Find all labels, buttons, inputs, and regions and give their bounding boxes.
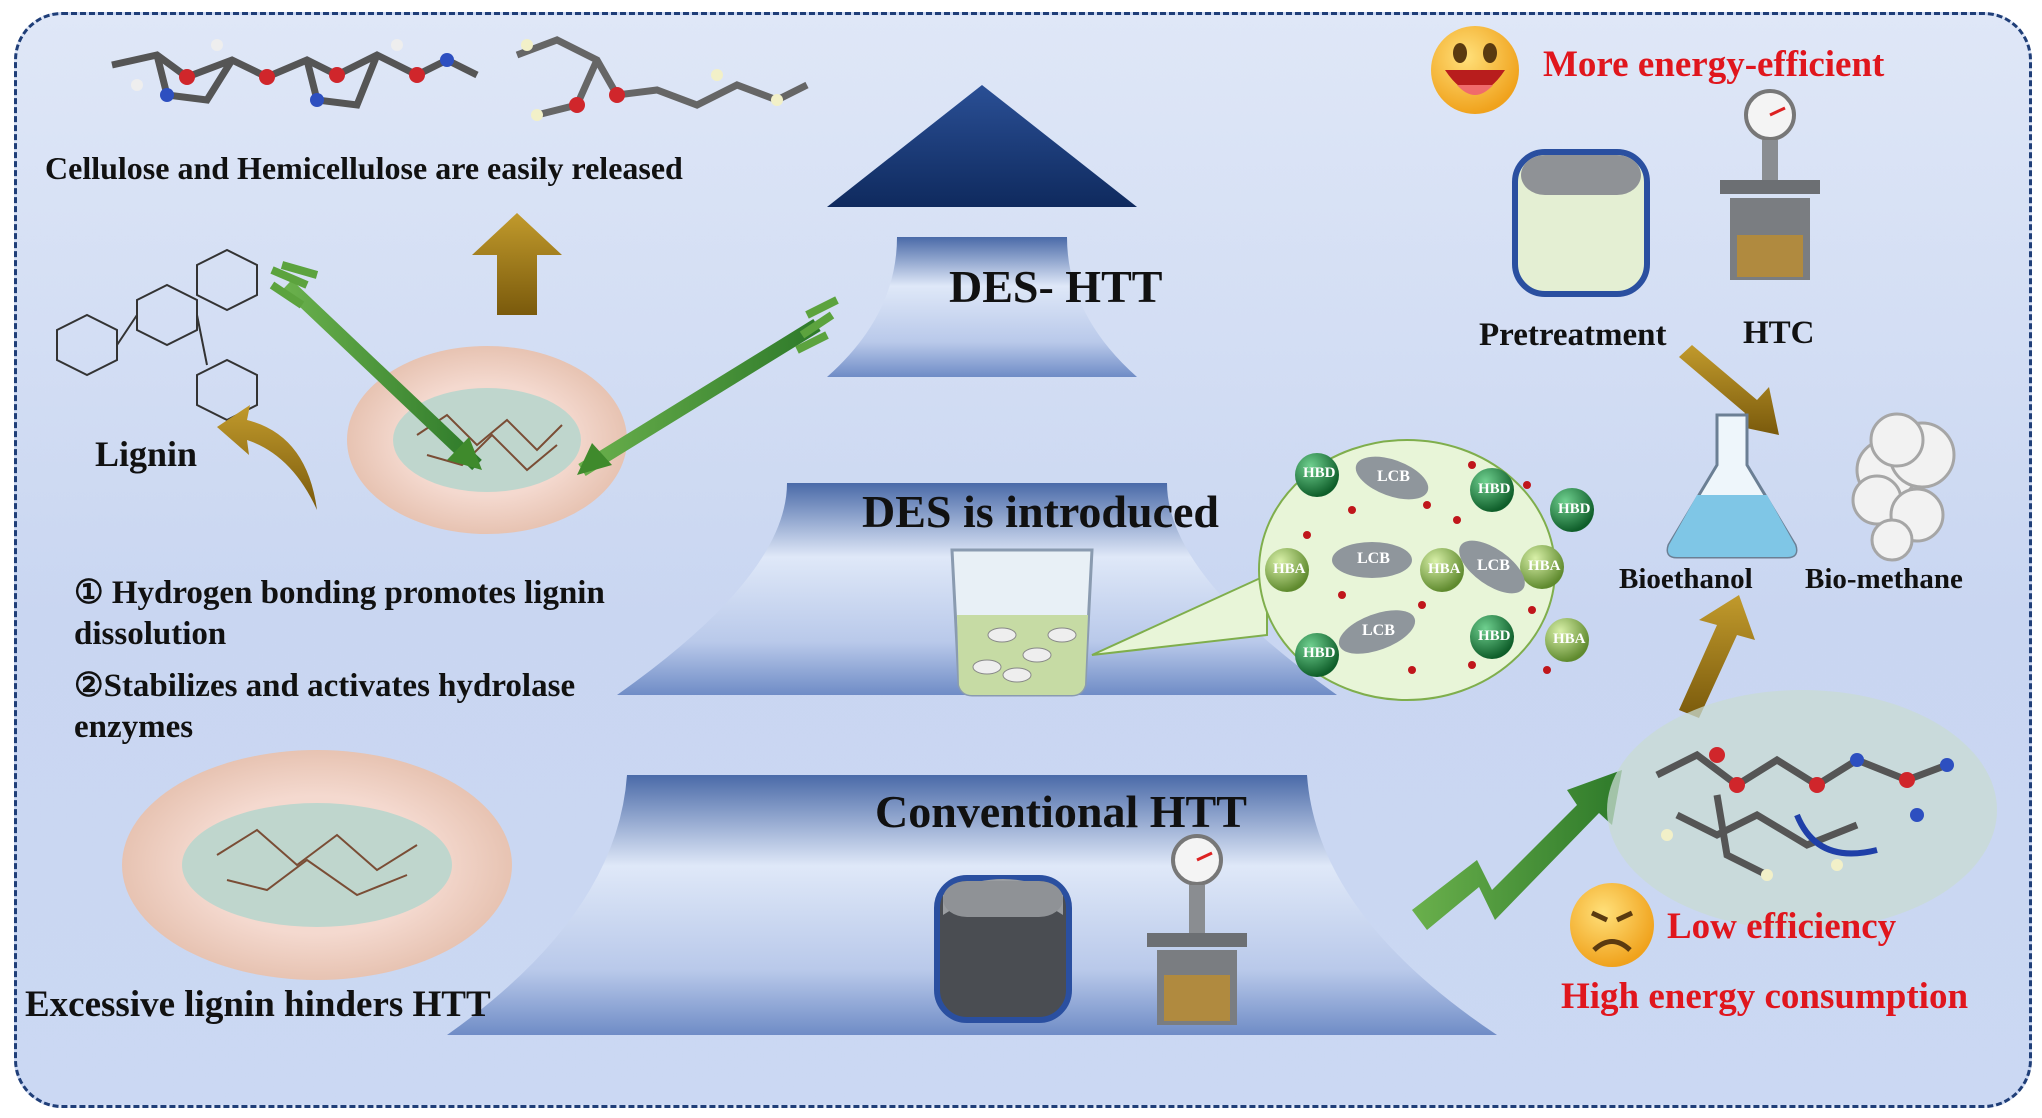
hba-label: HBA: [1428, 561, 1461, 577]
mechanism-2-marker: ②: [74, 668, 104, 704]
hbd-label: HBD: [1478, 628, 1511, 644]
lcb-label: LCB: [1477, 557, 1510, 574]
pretreatment-label: Pretreatment: [1479, 317, 1667, 353]
tier-label-conventional: Conventional HTT: [875, 786, 1247, 837]
core-network-top: [416, 413, 563, 472]
up-arrow-release: [472, 213, 562, 315]
diagram-graphics: [56, 26, 1997, 1035]
hba-label: HBA: [1273, 561, 1306, 577]
cellulose-caption: Cellulose and Hemicellulose are easily r…: [45, 150, 683, 186]
hbd-label: HBD: [1478, 481, 1511, 497]
pressure-vessel-icon: [1720, 89, 1820, 280]
hba-label: HBA: [1528, 558, 1561, 574]
more-efficient-label: More energy-efficient: [1543, 44, 1885, 85]
mechanism-1-line2: dissolution: [74, 616, 227, 652]
mechanism-2-line2: enzymes: [74, 709, 194, 745]
lcb-label: LCB: [1362, 622, 1395, 639]
composite-molecule-atoms: [1661, 747, 1954, 881]
biomass-core-bottom: [182, 803, 452, 927]
high-energy-label: High energy consumption: [1561, 976, 1969, 1017]
reactor-icon-bottom: [934, 875, 1072, 1023]
lcb-label: LCB: [1377, 468, 1410, 485]
tier-label-des-introduced: DES is introduced: [862, 486, 1220, 537]
steam-cloud-icon: [1851, 412, 1956, 562]
hbd-label: HBD: [1303, 465, 1336, 481]
mechanism-1-marker: ①: [74, 575, 104, 611]
pyramid-cap: [827, 85, 1137, 207]
lcb-label: LCB: [1357, 550, 1390, 567]
hbd-label: HBD: [1558, 501, 1591, 517]
mechanism-2-line1: Stabilizes and activates hydrolase: [103, 668, 576, 704]
flask-icon: [1666, 413, 1798, 559]
bioethanol-label: Bioethanol: [1619, 563, 1753, 595]
tier-des-htt: [827, 237, 1137, 377]
molecule-bond-highlight: [1794, 813, 1878, 857]
tier-label-des-htt: DES- HTT: [949, 261, 1163, 312]
biomethane-label: Bio-methane: [1805, 563, 1963, 595]
pressure-vessel-icon-bottom: [1147, 834, 1247, 1025]
hemicellulose-atoms: [521, 39, 783, 121]
happy-face-icon: [1431, 26, 1519, 114]
hemicellulose-molecule: [515, 36, 809, 119]
figure-frame: Cellulose and Hemicellulose are easily r…: [14, 12, 2032, 1108]
mechanism-1-line1: Hydrogen bonding promotes lignin: [103, 575, 605, 611]
cellulose-atoms: [131, 39, 454, 107]
sad-face-icon: [1570, 883, 1654, 967]
arrow-up-to-products: [1679, 595, 1755, 718]
arrow-to-products: [1679, 345, 1779, 435]
low-efficiency-label: Low efficiency: [1667, 906, 1897, 947]
beaker-icon: [950, 548, 1094, 697]
composite-molecule: [1655, 750, 1949, 879]
cellulose-molecule: [111, 51, 479, 109]
reactor-icon: [1512, 149, 1650, 297]
htc-label: HTC: [1743, 315, 1815, 351]
lignin-label: Lignin: [95, 434, 198, 474]
arrow-to-lignin: [217, 405, 317, 510]
green-arrows: [269, 261, 839, 476]
zigzag-arrow: [1412, 770, 1622, 930]
hbd-label: HBD: [1303, 645, 1336, 661]
excessive-lignin-caption: Excessive lignin hinders HTT: [25, 984, 491, 1025]
mechanism-1: ① Hydrogen bonding promotes lignin: [74, 572, 605, 612]
mechanism-2: ②Stabilizes and activates hydrolase: [74, 665, 575, 705]
core-network-bottom: [216, 828, 418, 897]
bubble-contents: [1265, 453, 1594, 677]
hba-label: HBA: [1553, 631, 1586, 647]
composite-molecule-blob: [1607, 690, 1997, 930]
lignin-structure: [56, 248, 258, 422]
